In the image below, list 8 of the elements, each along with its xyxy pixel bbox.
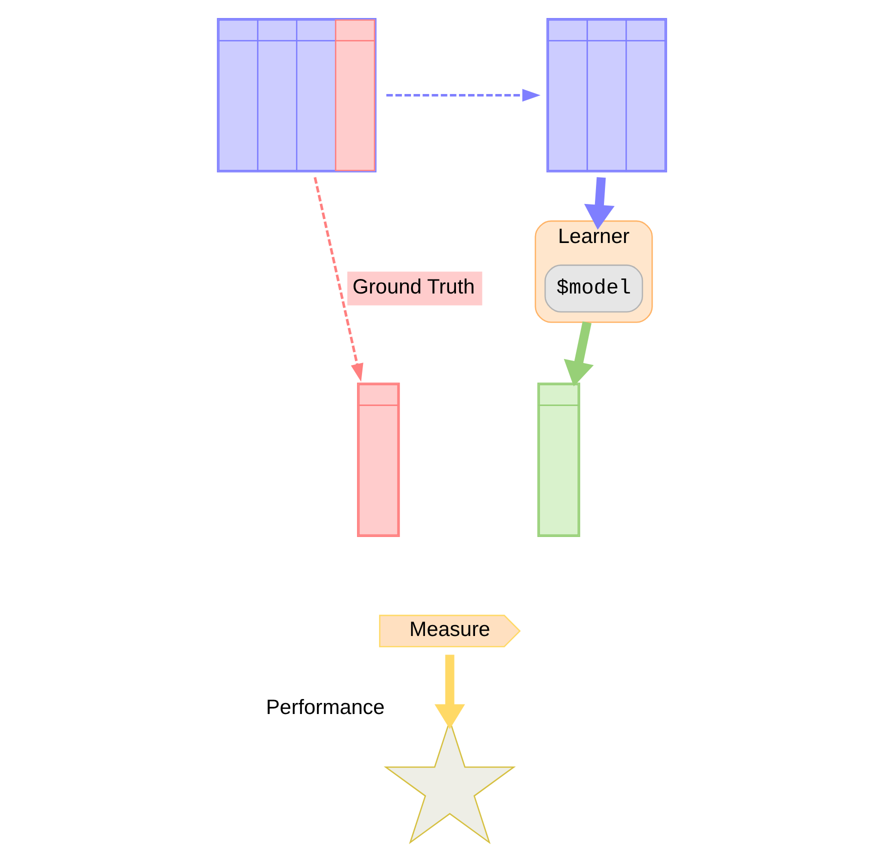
node-box: $model: [544, 264, 643, 313]
arrow: [584, 177, 614, 230]
node-label: Performance: [265, 696, 384, 719]
arrow: [313, 177, 363, 382]
arrow: [434, 654, 465, 730]
arrow: [563, 321, 594, 386]
edge-label: Ground Truth: [352, 275, 474, 298]
arrow: [386, 88, 540, 102]
